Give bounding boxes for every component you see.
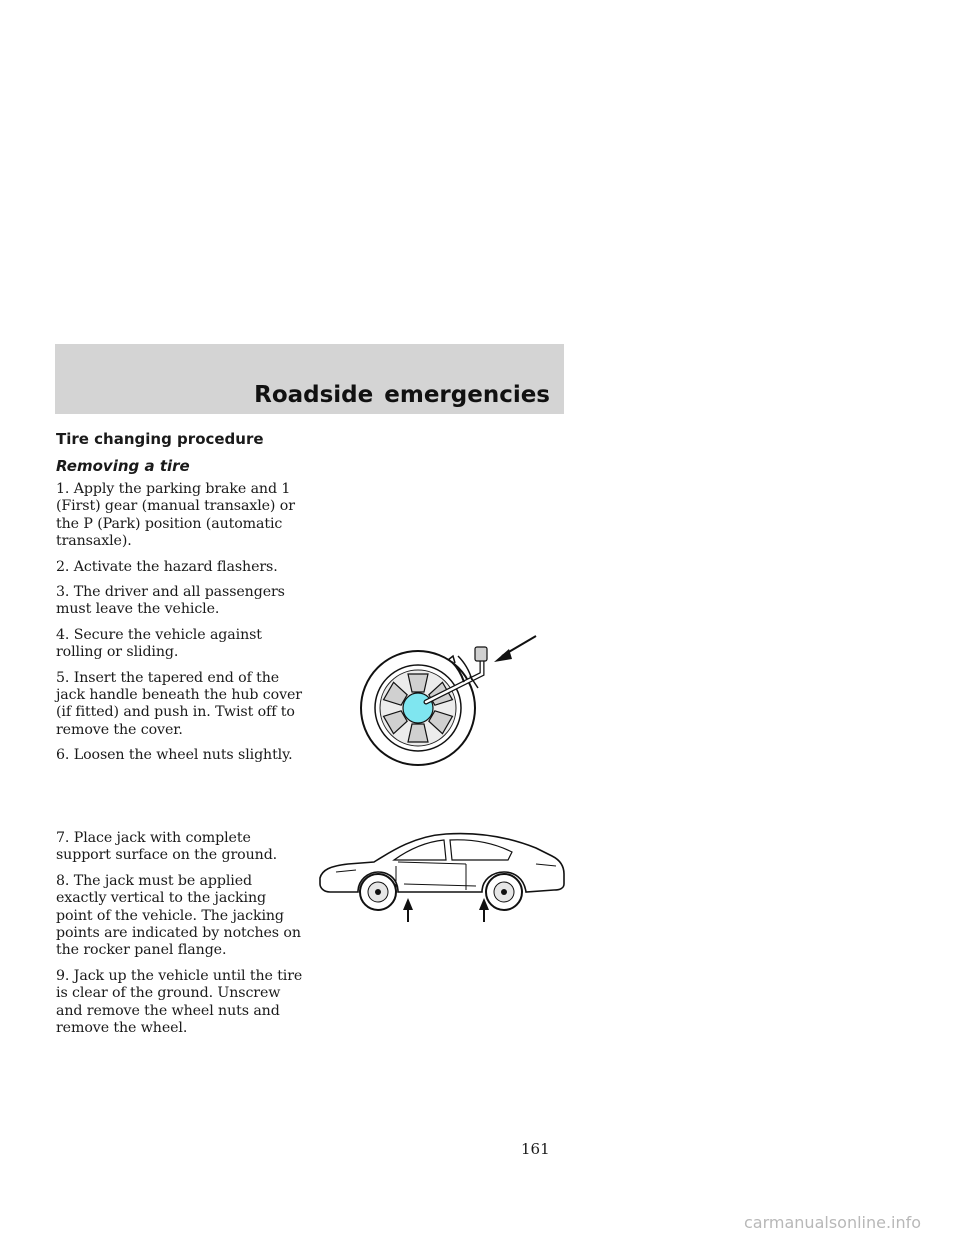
watermark-text: carmanualsonline.info [744, 1213, 922, 1232]
step-item: 7. Place jack with complete support surf… [56, 830, 278, 864]
procedure-subheading: Removing a tire [56, 457, 190, 475]
step-item: 9. Jack up the vehicle until the tire is… [56, 967, 303, 1037]
hub-cover [402, 692, 434, 724]
step-item: 2. Activate the hazard flashers. [56, 558, 278, 575]
rear-wheel [485, 873, 523, 911]
step-item: 1. Apply the parking brake and 1 (First)… [56, 481, 295, 550]
jacking-point-arrow-rear [479, 898, 489, 922]
section-header-band: Roadside emergencies [55, 344, 564, 414]
step-item: 8. The jack must be applied exactly vert… [56, 872, 301, 959]
procedure-heading: Tire changing procedure [56, 430, 264, 448]
front-wheel [359, 873, 397, 911]
steps-list-jacking: 7. Place jack with complete support surf… [56, 830, 306, 1045]
car-jacking-points-illustration [319, 832, 565, 922]
jacking-point-arrow-front [403, 898, 413, 922]
step-item: 4. Secure the vehicle against rolling or… [56, 626, 262, 661]
section-header-title: Roadside emergencies [254, 382, 550, 408]
step-item: 6. Loosen the wheel nuts slightly. [56, 747, 293, 764]
step-item: 5. Insert the tapered end of the jack ha… [56, 669, 302, 738]
wheel-hubcap-illustration [360, 635, 537, 766]
page-number: 161 [521, 1140, 550, 1158]
steps-list-removing: 1. Apply the parking brake and 1 (First)… [56, 481, 306, 773]
step-item: 3. The driver and all passengers must le… [56, 584, 285, 618]
